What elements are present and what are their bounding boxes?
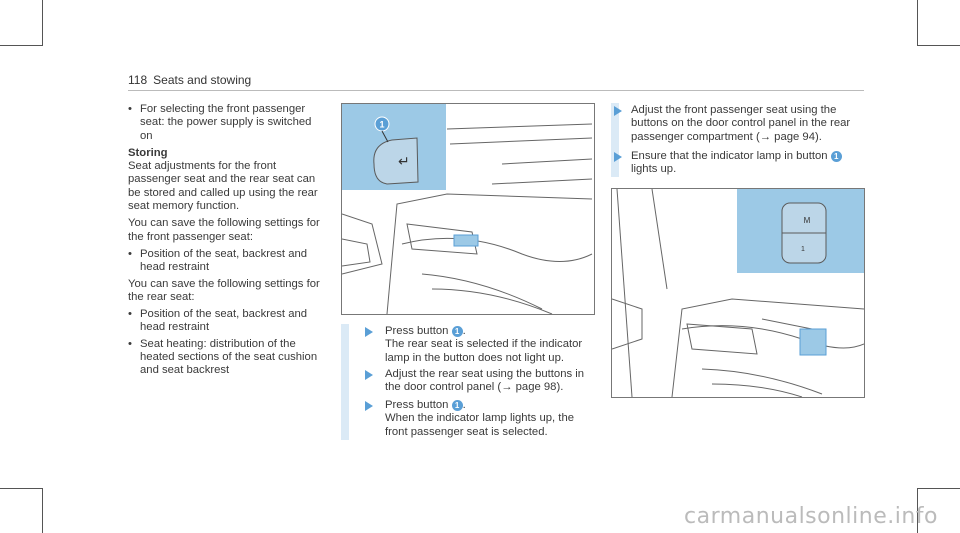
paragraph: You can save the following settings for … <box>128 217 320 243</box>
crop-mark <box>918 488 960 489</box>
step-punct: ). <box>815 130 822 143</box>
crop-mark <box>42 0 43 46</box>
memory-one-label: 1 <box>801 246 805 253</box>
paragraph: You can save the following settings for … <box>128 277 320 303</box>
page-reference-link[interactable]: page 94 <box>774 130 815 143</box>
step-text: Press button 1. When the indicator lamp … <box>385 399 595 439</box>
step-bar <box>611 103 619 177</box>
step-text: Ensure that the indicator lamp in button… <box>631 150 861 177</box>
step-label: Ensure that the indicator lamp in button <box>631 150 828 162</box>
button-number-icon: 1 <box>451 325 463 337</box>
button-number-icon: 1 <box>451 399 463 411</box>
crop-mark <box>918 45 960 46</box>
rear-door-illustration: M 1 <box>612 189 864 397</box>
step-bar <box>341 324 349 440</box>
crop-mark <box>917 488 918 533</box>
watermark: carmanualsonline.info <box>684 504 938 529</box>
step-text: Adjust the rear seat using the buttons i… <box>385 368 585 394</box>
crop-mark <box>0 488 42 489</box>
list-item: Seat heating: distribution of the heated… <box>128 338 326 378</box>
memory-m-label: M <box>804 216 811 225</box>
step-text: Adjust the front passenger seat using th… <box>631 104 851 143</box>
button-number-icon: 1 <box>830 150 842 162</box>
svg-text:↵: ↵ <box>398 154 410 170</box>
step-punct: . <box>462 399 466 411</box>
page-header: 118 Seats and stowing <box>128 73 251 87</box>
step-arrow-icon <box>365 327 373 337</box>
crop-mark <box>0 45 42 46</box>
step-arrow-icon <box>614 106 622 116</box>
step-description: Adjust the rear seat using the buttons i… <box>385 368 585 394</box>
door-illustration: ↵ 1 <box>342 104 593 314</box>
intro-bullet: For selecting the front passenger seat: … <box>128 103 326 143</box>
paragraph: Seat adjustments for the front passenger… <box>128 160 318 213</box>
step-description: Adjust the front passenger seat using th… <box>631 104 851 143</box>
rear-door-figure: M 1 <box>611 188 865 398</box>
step-label: Press button <box>385 399 449 411</box>
step-arrow-icon <box>365 370 373 380</box>
crop-mark <box>42 488 43 533</box>
step-punct: ). <box>556 381 564 394</box>
figure-callout: 1 <box>379 120 384 130</box>
header-rule <box>128 90 864 91</box>
list-item: Position of the seat, backrest and head … <box>128 248 326 275</box>
step-description: lights up. <box>631 163 677 176</box>
crop-mark <box>917 0 918 46</box>
step-text: Press button 1. The rear seat is selecte… <box>385 325 595 365</box>
door-panel-figure: ↵ 1 <box>341 103 595 315</box>
page-reference-link[interactable]: page 98 <box>515 381 557 394</box>
step-arrow-icon <box>614 152 622 162</box>
list-item: Position of the seat, backrest and head … <box>128 308 326 335</box>
left-column: For selecting the front passenger seat: … <box>128 103 326 381</box>
step-punct: . <box>462 325 466 337</box>
step-description: When the indicator lamp lights up, the f… <box>385 412 575 438</box>
section-heading: Storing <box>128 146 168 159</box>
step-description: The rear seat is selected if the indicat… <box>385 338 583 364</box>
step-label: Press button <box>385 325 449 337</box>
section-title: Seats and stowing <box>153 73 252 87</box>
page-number: 118 <box>128 73 148 87</box>
step-arrow-icon <box>365 401 373 411</box>
